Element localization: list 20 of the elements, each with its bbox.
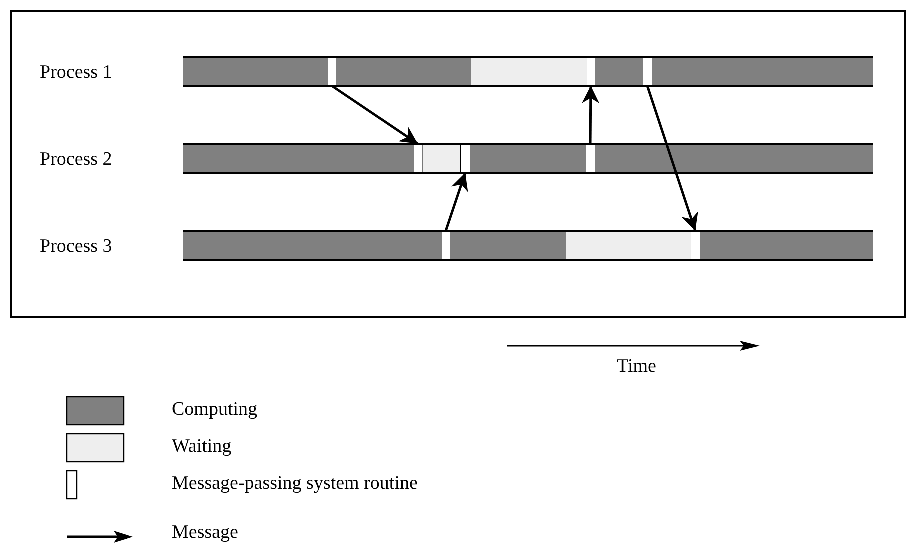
axis-label: Time (617, 356, 656, 378)
message-routine-bar (414, 145, 422, 172)
legend-label: Computing (172, 399, 258, 421)
message-routine-bar (587, 58, 595, 85)
message-routine-bar (442, 232, 450, 259)
process-label: Process 1 (40, 62, 112, 84)
message-routine-bar (586, 145, 595, 172)
legend-label: Waiting (172, 436, 232, 458)
process-label: Process 2 (40, 149, 112, 171)
message-routine-bar (643, 58, 652, 85)
message-routine-bar (461, 145, 470, 172)
legend-label: Message-passing system routine (172, 473, 418, 495)
message-arrow (444, 172, 468, 232)
message-arrow (582, 86, 600, 144)
message-arrow (331, 84, 419, 146)
message-arrow (646, 86, 698, 232)
message-routine-bar (328, 58, 336, 85)
legend-label: Message (172, 522, 238, 544)
process-label: Process 3 (40, 236, 112, 258)
message-routine-bar (691, 232, 700, 259)
